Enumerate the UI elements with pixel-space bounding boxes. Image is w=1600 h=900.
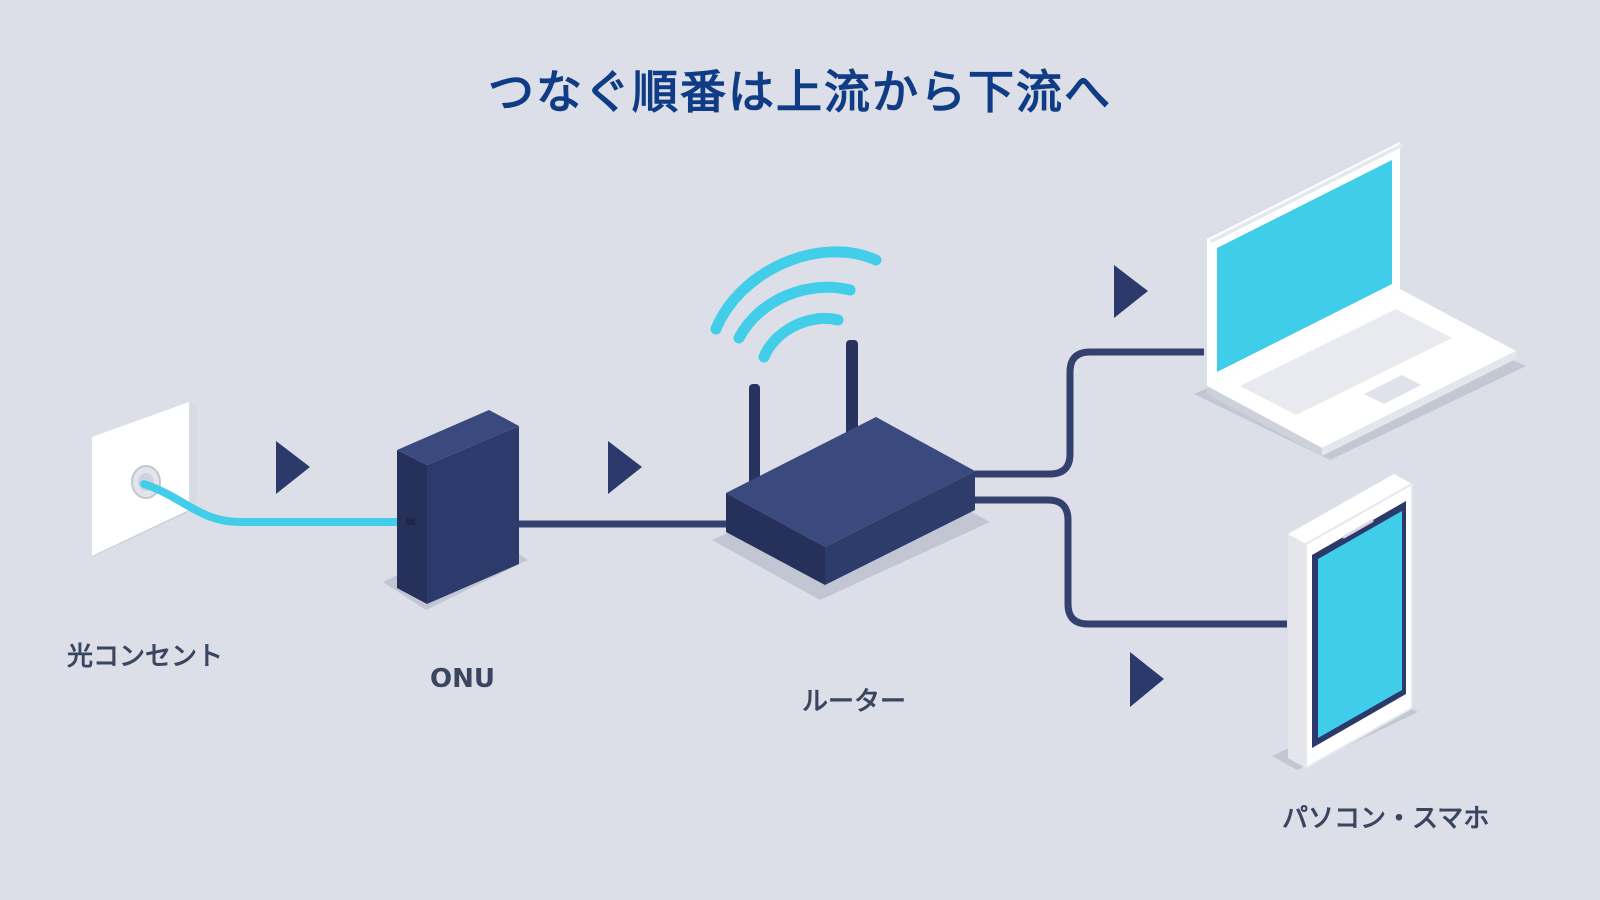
ethernet-cable-router-phone: [975, 496, 1287, 628]
label-router: ルーター: [802, 687, 907, 717]
flow-arrow-2: [608, 441, 642, 494]
laptop-icon: [1194, 142, 1526, 460]
label-devices: パソコン・スマホ: [1282, 804, 1490, 834]
smartphone-icon: [1272, 474, 1418, 770]
fiber-outlet-icon: [92, 402, 197, 557]
wifi-signal-icon: [710, 246, 882, 363]
onu-box-icon: [383, 410, 528, 610]
flow-arrow-3: [1114, 265, 1148, 318]
label-onu: ONU: [430, 664, 495, 694]
label-fiber-outlet: 光コンセント: [67, 642, 224, 672]
diagram-title: つなぐ順番は上流から下流へ: [488, 65, 1112, 119]
flow-arrow-4: [1130, 652, 1164, 707]
flow-arrow-1: [276, 441, 310, 494]
fiber-cable: [140, 480, 416, 526]
ethernet-cable-router-laptop: [975, 348, 1204, 478]
wifi-router-icon: [710, 246, 990, 600]
